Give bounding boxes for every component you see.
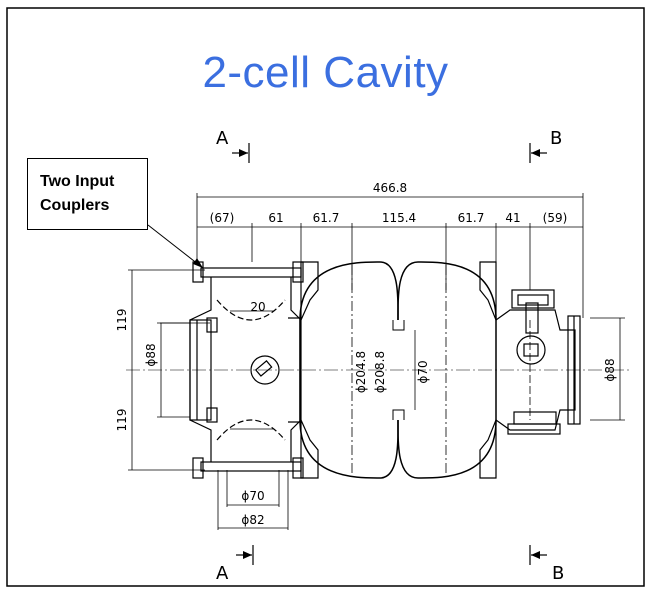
cell-outer-diameter-label: ϕ208.8 <box>373 351 387 393</box>
cavity-cells <box>299 261 497 479</box>
right-end-flange-assembly <box>479 261 625 479</box>
bottom-outer-diameter-label: ϕ82 <box>241 513 264 527</box>
slide-border <box>6 7 645 587</box>
section-marker-b-top: B <box>529 128 562 163</box>
iris-diameter-label: ϕ70 <box>416 360 430 383</box>
coupler-flange-assembly <box>160 261 304 479</box>
phi88-left-label: ϕ88 <box>144 343 158 366</box>
bottom-inner-diameter-label: ϕ70 <box>241 489 264 503</box>
segment-61-7-left: 61.7 <box>313 211 340 225</box>
callout-arrowhead <box>193 258 203 268</box>
phi88-right-label: ϕ88 <box>603 358 617 381</box>
cell-inner-diameter-label: ϕ204.8 <box>354 351 368 393</box>
dimension-overall: 466.8 <box>373 181 407 195</box>
section-label-a-bottom: A <box>216 563 229 584</box>
section-label-b-bottom: B <box>552 563 564 584</box>
segment-59: (59) <box>543 211 568 225</box>
section-marker-b-bottom: B <box>529 545 564 584</box>
segment-61-7-right: 61.7 <box>458 211 485 225</box>
segment-61: 61 <box>268 211 283 225</box>
section-label-b-top: B <box>550 128 562 149</box>
overall-dimension <box>196 193 584 318</box>
segment-115-4: 115.4 <box>382 211 416 225</box>
section-label-a-top: A <box>216 128 229 149</box>
section-marker-a-bottom: A <box>216 545 254 584</box>
section-marker-a-top: A <box>216 128 250 163</box>
callout-line-2: Couplers <box>40 197 110 214</box>
slide-title: 2-cell Cavity <box>202 48 449 97</box>
callout-leader <box>147 224 204 269</box>
segment-67: (67) <box>210 211 235 225</box>
height-dimension <box>128 269 205 471</box>
segment-dimension-chain <box>197 223 583 290</box>
bottom-diameter-dimensions <box>217 470 289 530</box>
coupler-gap-label: 20 <box>250 300 265 314</box>
segment-41: 41 <box>505 211 520 225</box>
height-lower-label: 119 <box>115 409 129 432</box>
callout-line-1: Two Input <box>40 173 115 190</box>
height-upper-label: 119 <box>115 309 129 332</box>
coupler-callout-box: Two Input Couplers <box>27 158 148 230</box>
